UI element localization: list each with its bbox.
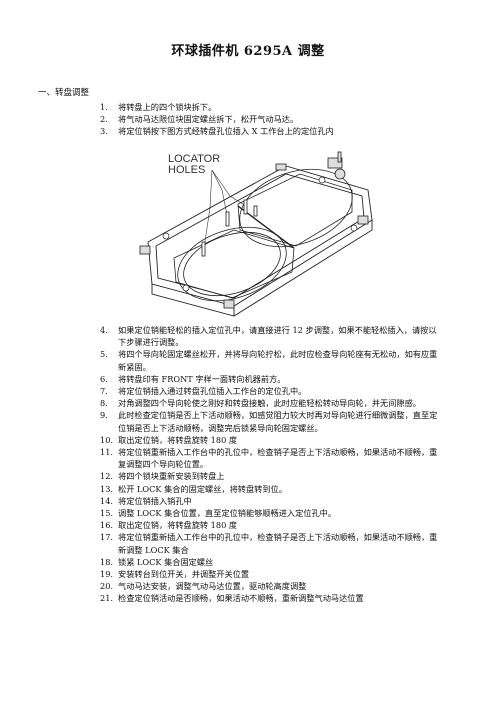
list-item: 8. 对角调整四个导向轮使之刚好和转盘接触，此时应能轻松转动导向轮，并无间隙感。 — [100, 397, 440, 409]
list-item: 5. 将四个导向轮固定螺丝松开，并将导向轮拧松，此时应检查导向轮座有无松动，如有应… — [100, 348, 440, 372]
list-item: 18. 锁紧 LOCK 集合固定螺丝 — [100, 556, 440, 568]
step-text: 将气动马达限位块固定螺丝拆下，松开气动马达。 — [118, 114, 299, 125]
step-number: 12. — [100, 471, 114, 482]
step-text: 将四个锁块重新安装到转盘上 — [118, 471, 225, 482]
step-text: 将转盘上的四个锁块拆下。 — [118, 102, 217, 112]
list-item: 19. 安装转台到位开关，并调整开关位置 — [100, 568, 440, 580]
step-number: 21. — [100, 593, 114, 604]
step-number: 19. — [100, 569, 114, 580]
steps-list-bottom: 4. 如果定位销能轻松的插入定位孔中，请直接进行 12 步调整，如果不能轻松插入，… — [100, 324, 440, 605]
step-text: 对角调整四个导向轮使之刚好和转盘接触，此时应能轻松转动导向轮，并无间隙感。 — [118, 398, 421, 409]
step-number: 13. — [100, 483, 114, 494]
step-number: 1. — [100, 102, 108, 112]
step-number: 3. — [100, 126, 108, 137]
list-item: 20. 气动马达安装，调整气动马达位置，驱动轮高度调整 — [100, 580, 440, 592]
list-item: 13. 松开 LOCK 集合的固定螺丝，将转盘转到位。 — [100, 483, 440, 495]
list-item: 3. 将定位销按下图方式经转盘孔位插入 X 工作台上的定位孔内 — [100, 125, 440, 137]
step-text: 将四个导向轮固定螺丝松开，并将导向轮拧松，此时应检查导向轮座有无松动，如有应重新… — [118, 349, 438, 372]
step-number: 17. — [100, 532, 114, 543]
step-text: 锁紧 LOCK 集合固定螺丝 — [118, 556, 214, 567]
lock-blocks — [139, 151, 369, 309]
step-text: 将定位销插入销孔中 — [118, 495, 192, 506]
step-number: 9. — [100, 410, 108, 421]
step-number: 14. — [100, 495, 114, 506]
list-item: 15. 调整 LOCK 集合位置，直至定位销能够顺畅进入定位孔中。 — [100, 507, 440, 519]
step-text: 如果定位销能轻松的插入定位孔中，请直接进行 12 步调整，如果不能轻松插入，请按… — [118, 325, 437, 348]
step-text: 检查定位销活动是否顺畅，如果活动不顺畅，重新调整气动马达位置 — [118, 593, 364, 604]
steps-list-top: 1.将转盘上的四个锁块拆下。 2.将气动马达限位块固定螺丝拆下，松开气动马达。 … — [100, 101, 440, 138]
step-text: 松开 LOCK 集合的固定螺丝，将转盘转到位。 — [118, 483, 287, 494]
list-item: 12. 将四个锁块重新安装到转盘上 — [100, 470, 440, 482]
section-heading: 一、转盘调整 — [38, 88, 90, 98]
locator-pins — [201, 199, 258, 257]
page-title: 环球插件机 6295A 调整 — [171, 44, 325, 59]
step-text: 气动马达安装，调整气动马达位置，驱动轮高度调整 — [118, 581, 307, 592]
guide-wheels — [162, 176, 358, 292]
step-number: 7. — [100, 386, 108, 397]
list-item: 7. 将定位销插入通过转盘孔位插入工作台的定位孔中。 — [100, 385, 440, 397]
step-number: 16. — [100, 520, 114, 531]
step-text: 将转盘印有 FRONT 字样一面转向机器前方。 — [118, 373, 286, 384]
list-item: 1. 将转盘上的四个锁块拆下。 — [100, 101, 440, 113]
step-number: 20. — [100, 581, 114, 592]
step-number: 11. — [100, 447, 114, 458]
turntable-frame — [147, 165, 373, 317]
list-item: 2. 将气动马达限位块固定螺丝拆下，松开气动马达。 — [100, 113, 440, 125]
step-number: 18. — [100, 556, 114, 567]
list-item: 10. 取出定位销，将转盘旋转 180 度 — [100, 434, 440, 446]
step-text: 将定位销插入通过转盘孔位插入工作台的定位孔中。 — [118, 386, 307, 397]
step-number: 6. — [100, 373, 108, 384]
list-item: 16. 取出定位销，将转盘旋转 180 度 — [100, 519, 440, 531]
step-text: 将定位销重新插入工作台中的孔位中，检查销子是否上下活动顺畅，如果活动不顺畅，重复… — [118, 447, 438, 470]
list-item: 14. 将定位销插入销孔中 — [100, 495, 440, 507]
step-number: 5. — [100, 349, 108, 360]
list-item: 6. 将转盘印有 FRONT 字样一面转向机器前方。 — [100, 373, 440, 385]
step-text: 此时检查定位销是否上下活动顺畅，如感觉阻力较大时再对导向轮进行细微调整，直至定位… — [118, 410, 438, 433]
step-text: 将定位销重新插入工作台中的孔位中，检查销子是否上下活动顺畅，如果活动不顺畅，重新… — [118, 532, 438, 555]
list-item: 11. 将定位销重新插入工作台中的孔位中，检查销子是否上下活动顺畅，如果活动不顺畅… — [100, 446, 440, 470]
step-text: 将定位销按下图方式经转盘孔位插入 X 工作台上的定位孔内 — [118, 126, 334, 137]
step-number: 15. — [100, 508, 114, 519]
step-text: 取出定位销，将转盘旋转 180 度 — [118, 520, 238, 531]
left-window — [173, 226, 295, 302]
list-item: 17. 将定位销重新插入工作台中的孔位中，检查销子是否上下活动顺畅，如果活动不顺畅… — [100, 531, 440, 555]
step-text: 调整 LOCK 集合位置，直至定位销能够顺畅进入定位孔中。 — [118, 508, 337, 519]
list-item: 9. 此时检查定位销是否上下活动顺畅，如感觉阻力较大时再对导向轮进行细微调整，直至… — [100, 409, 440, 433]
step-number: 2. — [100, 114, 108, 125]
step-text: 安装转台到位开关，并调整开关位置 — [118, 569, 250, 580]
list-item: 21. 检查定位销活动是否顺畅，如果活动不顺畅，重新调整气动马达位置 — [100, 592, 440, 604]
step-number: 10. — [100, 434, 114, 445]
list-item: 4. 如果定位销能轻松的插入定位孔中，请直接进行 12 步调整，如果不能轻松插入，… — [100, 324, 440, 348]
step-number: 4. — [100, 325, 108, 335]
step-number: 8. — [100, 398, 108, 409]
step-text: 取出定位销，将转盘旋转 180 度 — [118, 434, 238, 445]
right-window — [237, 168, 353, 248]
